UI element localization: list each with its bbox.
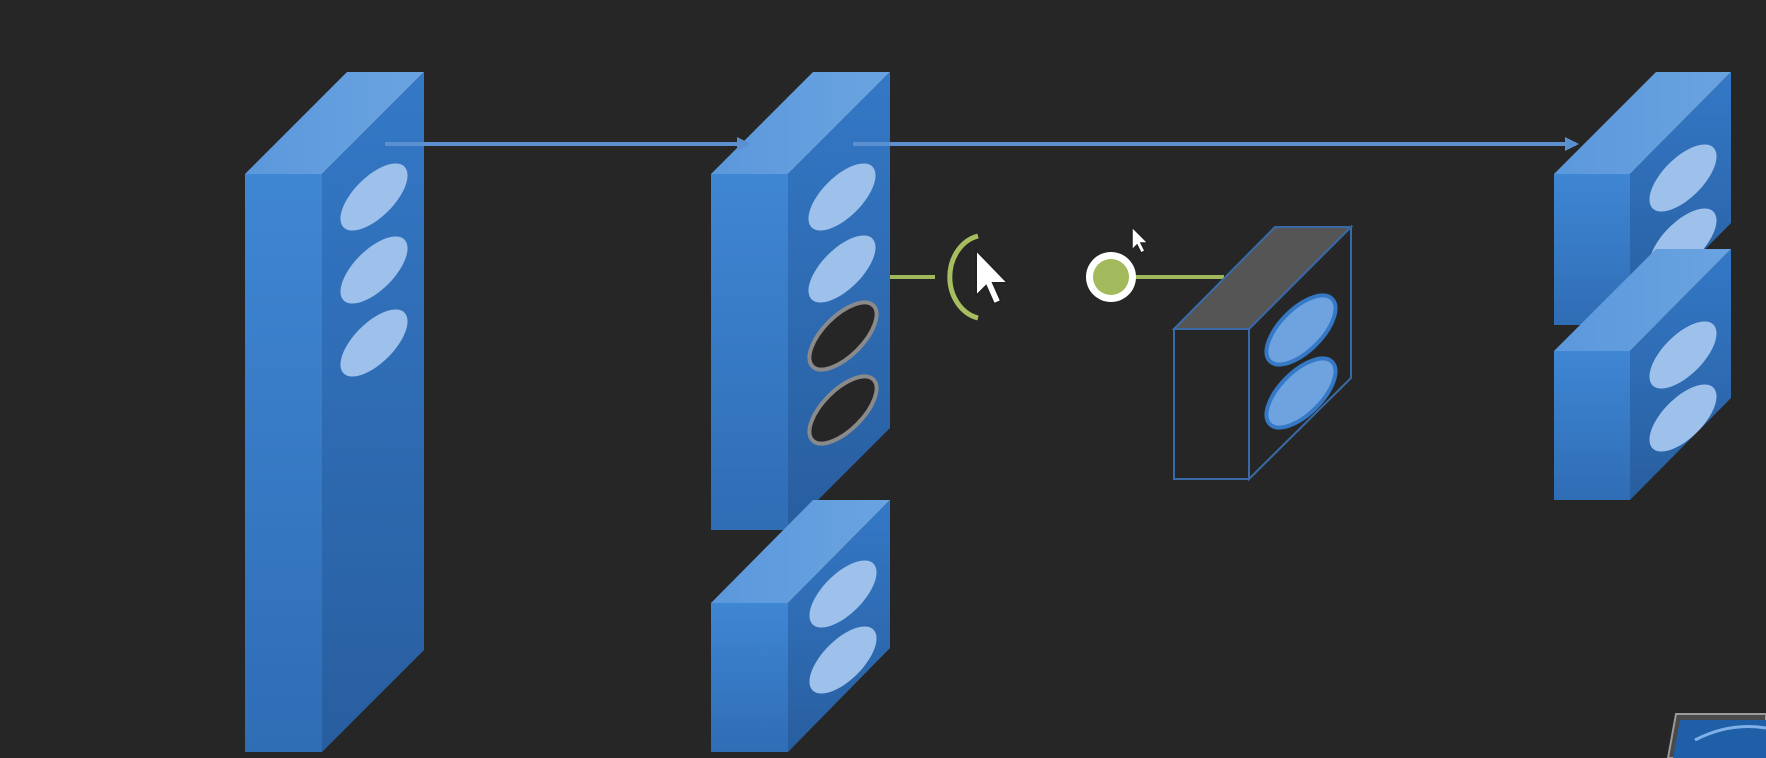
block-target-lower[interactable] [1554,249,1731,500]
window-thumbnail-icon [1666,713,1766,758]
slot-filled [340,236,408,304]
slot-filled [1649,321,1717,389]
slot-filled [340,163,408,231]
slot-filled [808,163,876,231]
slot-filled [1264,356,1338,430]
slot-filled [1649,144,1717,212]
block-middle-small[interactable] [711,500,890,752]
mouse-pointer-icon [1131,225,1150,255]
socket-icon[interactable] [890,233,979,321]
block-middle-tall[interactable] [711,72,890,530]
slot-filled [809,560,877,628]
slot-filled [1649,384,1717,452]
slot-filled [340,309,408,377]
slot-empty [807,300,879,372]
lollipop-icon[interactable] [1086,252,1224,302]
slot-filled [1264,293,1338,367]
block-dragged-ghost[interactable] [1171,224,1354,482]
block-target-upper[interactable] [1554,72,1731,325]
block-source-tall[interactable] [245,72,424,752]
slot-filled [809,626,877,694]
slot-empty [807,374,879,446]
slot-filled [808,235,876,303]
mouse-pointer-icon [975,247,1011,306]
